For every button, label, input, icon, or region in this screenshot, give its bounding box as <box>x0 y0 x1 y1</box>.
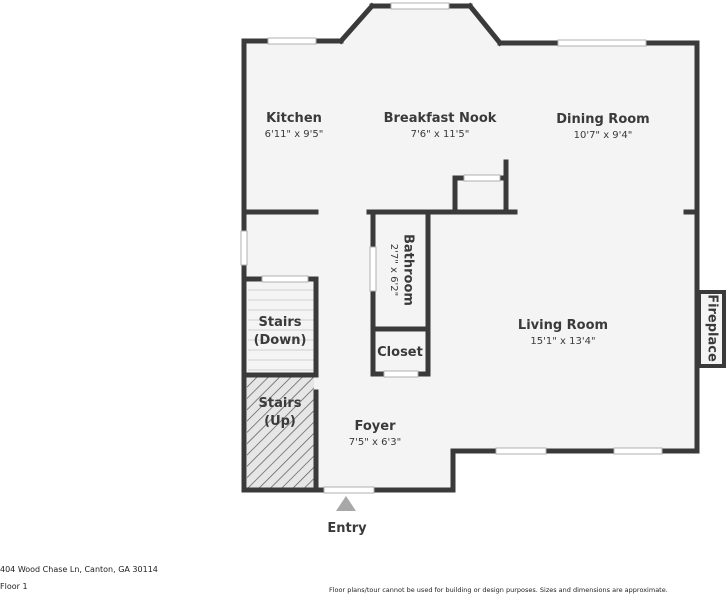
bathroom-name: Bathroom <box>401 234 416 306</box>
foyer-dims: 7'5" x 6'3" <box>349 437 401 448</box>
entry-arrow-icon <box>336 496 356 511</box>
breakfast-nook-name: Breakfast Nook <box>384 111 497 126</box>
stairs-down-name-1: Stairs <box>259 315 302 330</box>
stairs-down-treads <box>248 289 314 371</box>
stairs-down-name-2: (Down) <box>254 333 307 348</box>
kitchen-name: Kitchen <box>266 111 322 126</box>
windows <box>240 2 663 494</box>
living-room-dims: 15'1" x 13'4" <box>530 336 595 347</box>
fireplace-label: Fireplace <box>705 294 720 362</box>
kitchen-dims: 6'11" x 9'5" <box>265 129 324 140</box>
stairs-up-name-1: Stairs <box>259 396 302 411</box>
floor-label: Floor 1 <box>0 582 28 591</box>
stairs-up-name-2: (Up) <box>264 414 296 429</box>
bathroom-dims: 2'7" x 6'2" <box>388 244 399 296</box>
foyer-name: Foyer <box>355 419 397 434</box>
dining-room-dims: 10'7" x 9'4" <box>574 130 633 141</box>
dining-room-name: Dining Room <box>556 112 649 127</box>
stairs-up-hatch <box>247 376 314 488</box>
breakfast-nook-dims: 7'6" x 11'5" <box>411 129 470 140</box>
fireplace-box <box>697 290 726 368</box>
floor-area <box>244 6 697 490</box>
entry-label: Entry <box>327 521 367 536</box>
disclaimer-text: Floor plans/tour cannot be used for buil… <box>329 586 668 594</box>
living-room-name: Living Room <box>518 318 608 333</box>
closet-name: Closet <box>377 345 423 360</box>
address-text: 404 Wood Chase Ln, Canton, GA 30114 <box>0 565 158 574</box>
